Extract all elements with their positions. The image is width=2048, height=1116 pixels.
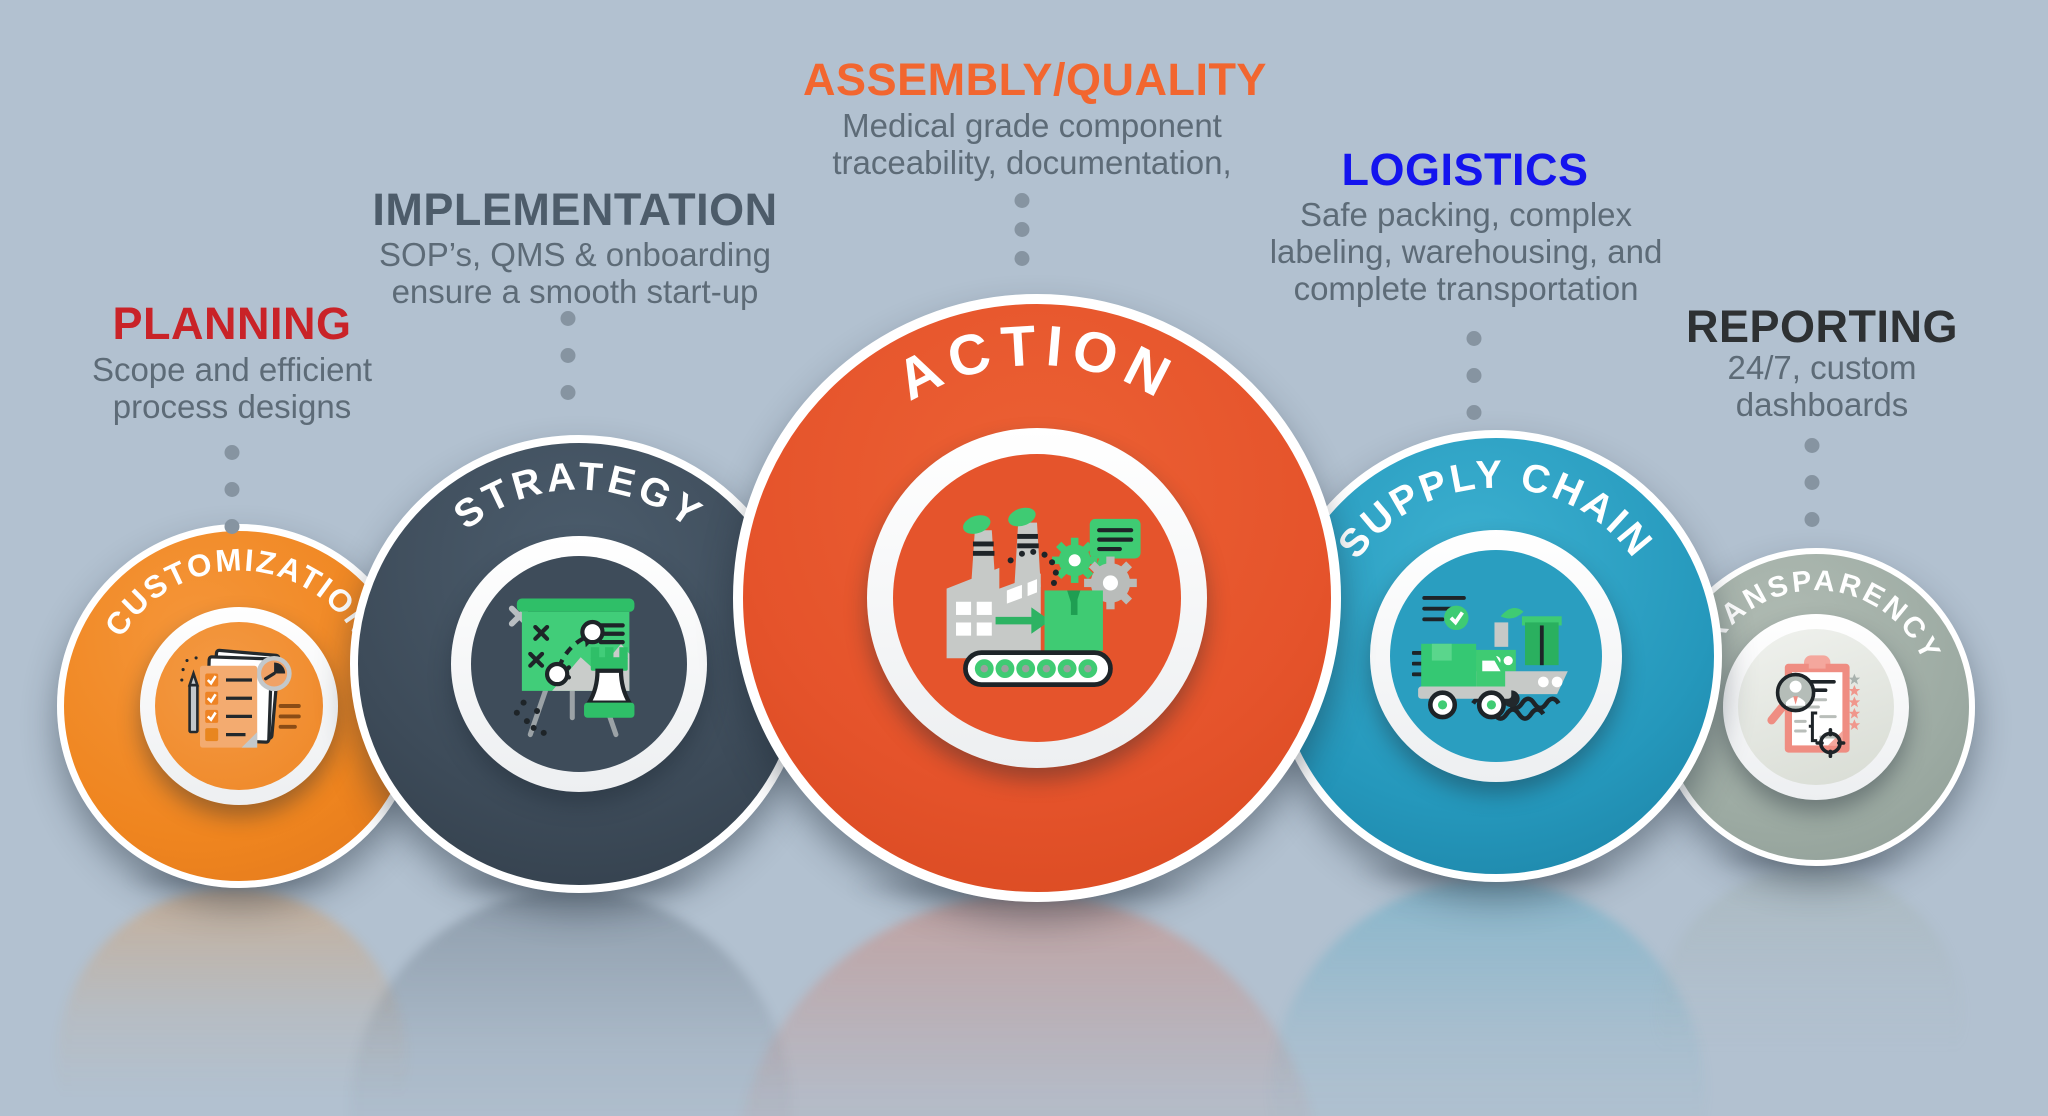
inner-ring <box>1370 530 1622 782</box>
heading-planning: PLANNING <box>112 298 352 349</box>
description-line: ensure a smooth start-up <box>391 273 759 310</box>
description-assembly-quality: Medical grade component traceability, do… <box>832 107 1231 181</box>
description-line: Safe packing, complex <box>1299 196 1632 233</box>
dot <box>224 519 240 534</box>
heading-logistics: LOGISTICS <box>1341 144 1589 195</box>
description-line: traceability, documentation, <box>832 144 1232 181</box>
inner-disk <box>471 556 687 772</box>
connector-dots-assembly <box>1014 193 1030 266</box>
dot <box>560 311 576 326</box>
heading-assembly-quality: ASSEMBLY/QUALITY <box>803 54 1267 105</box>
description-line: Medical grade component <box>842 107 1222 144</box>
dot <box>1466 405 1482 420</box>
dot <box>224 445 240 460</box>
heading-implementation: IMPLEMENTATION <box>372 184 778 235</box>
audit-clipboard-icon <box>1767 655 1861 758</box>
connector-dots-logistics <box>1466 331 1482 420</box>
description-line: Scope and efficient <box>91 351 373 388</box>
reflection-action <box>733 894 1321 1116</box>
inner-disk <box>893 454 1181 742</box>
description-implementation: SOP’s, QMS & onboarding ensure a smooth … <box>379 236 771 310</box>
connector-dots-reporting <box>1804 438 1820 527</box>
dot <box>224 482 240 497</box>
dot <box>560 385 576 400</box>
description-planning: Scope and efficient process designs <box>92 351 372 425</box>
dot <box>560 348 576 363</box>
description-reporting: 24/7, custom dashboards <box>1728 349 1917 423</box>
dot <box>1014 222 1030 237</box>
description-line: process designs <box>112 388 352 425</box>
svg-text:STRATEGY: STRATEGY <box>446 454 712 538</box>
dot <box>1466 331 1482 346</box>
description-line: labeling, warehousing, and <box>1269 233 1663 270</box>
dot <box>1466 368 1482 383</box>
description-line: dashboards <box>1735 386 1909 423</box>
reflection-supply-chain <box>1270 880 1706 1116</box>
reflection-transparency <box>1657 868 1963 1116</box>
stage-circle-supply-chain: SUPPLY CHAIN <box>1270 430 1722 882</box>
dot <box>1014 251 1030 266</box>
connector-dots-planning <box>224 445 240 534</box>
dot <box>1804 475 1820 490</box>
inner-ring <box>1723 614 1909 800</box>
description-line: SOP’s, QMS & onboarding <box>379 236 771 273</box>
truck-ship-icon <box>1412 596 1568 721</box>
dot <box>1804 438 1820 453</box>
inner-disk <box>1738 629 1894 785</box>
dot <box>1014 193 1030 208</box>
stage-circle-action: ACTION <box>733 294 1341 902</box>
stage-circle-strategy: STRATEGY <box>350 435 808 893</box>
checklist-clock-icon <box>180 648 301 748</box>
dot <box>1804 512 1820 527</box>
reflection-strategy <box>350 890 792 1116</box>
description-logistics: Safe packing, complex labeling, warehous… <box>1270 196 1663 307</box>
factory-conveyor-icon <box>946 507 1141 687</box>
description-line: complete transportation <box>1293 270 1639 307</box>
inner-disk <box>1390 550 1602 762</box>
svg-text:ACTION: ACTION <box>887 313 1188 413</box>
strategy-board-icon <box>508 598 635 738</box>
inner-ring <box>867 428 1207 768</box>
heading-reporting: REPORTING <box>1685 301 1959 352</box>
description-line: 24/7, custom <box>1727 349 1917 386</box>
inner-disk <box>155 622 323 790</box>
inner-ring <box>140 607 338 805</box>
connector-dots-implementation <box>560 311 576 400</box>
inner-ring <box>451 536 707 792</box>
